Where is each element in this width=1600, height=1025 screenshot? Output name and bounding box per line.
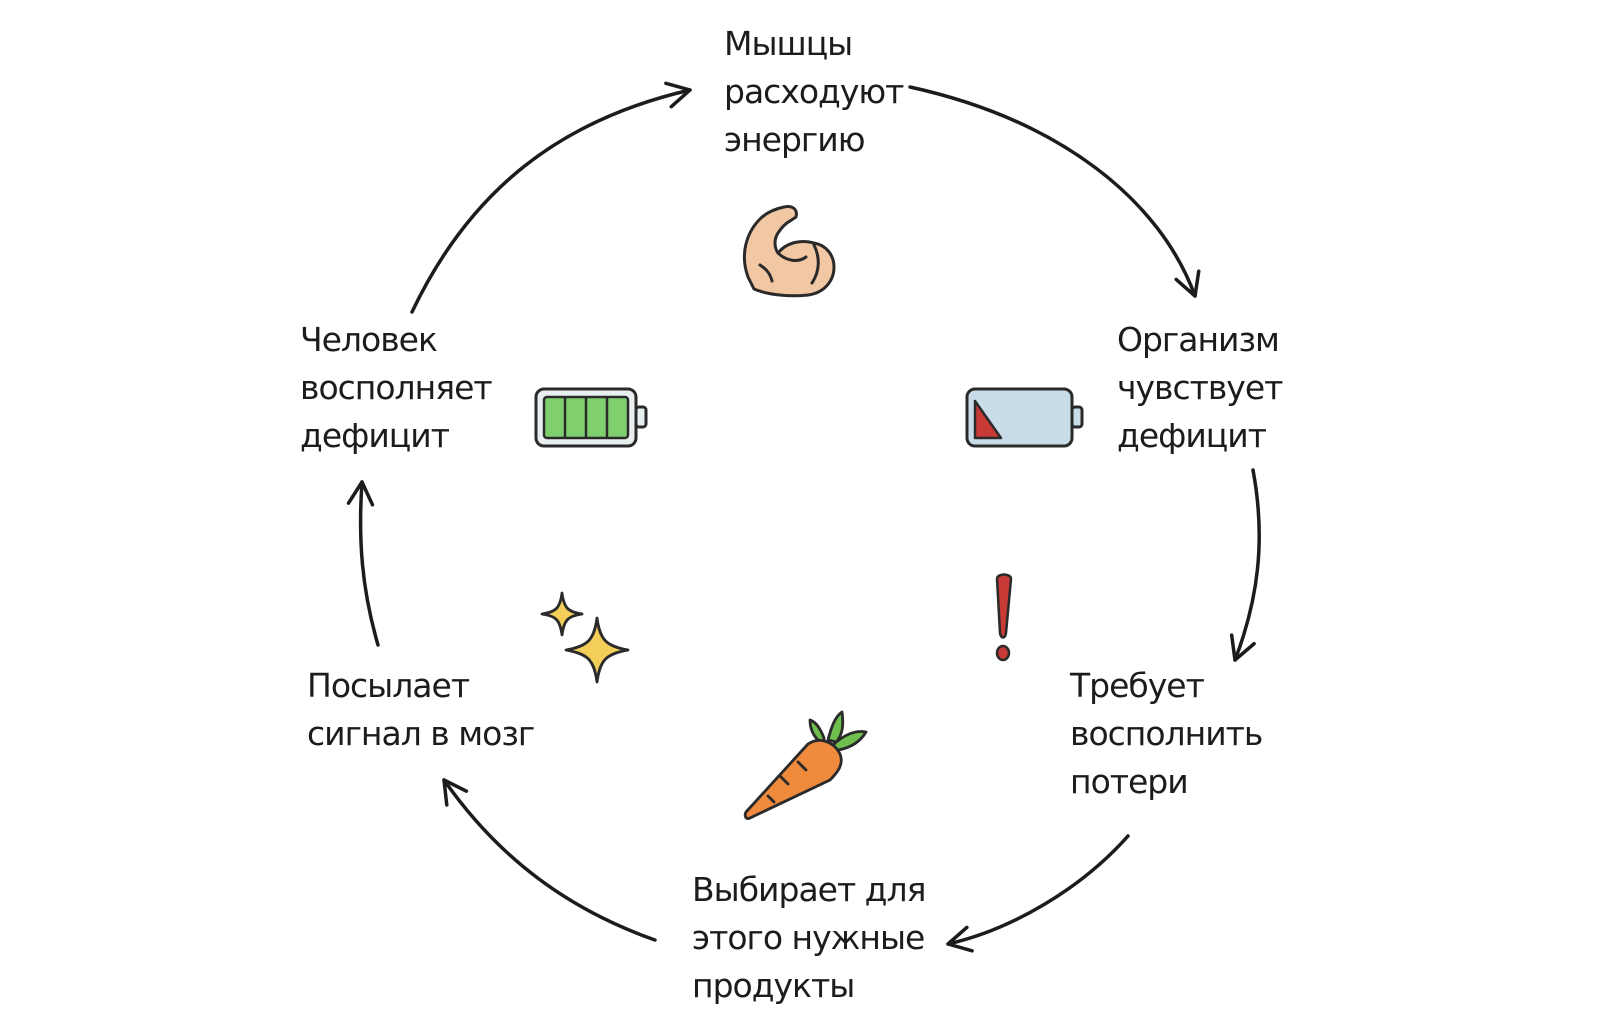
step-label-line: потери [1070,762,1189,801]
sparkles-icon [540,591,630,684]
low-battery-icon [965,387,1084,448]
step-label-line: Организм [1117,320,1280,359]
arrow-replenish-to-muscles [410,81,692,314]
step-replenishes-deficit: Человек восполняет дефицит [300,316,493,460]
step-label-line: Требует [1070,666,1205,705]
step-label-line: Посылает [307,666,470,705]
step-label-line: Мышцы [724,24,853,63]
arrow-signal-to-replenish [346,480,380,647]
arrow-organism-to-requires [1229,468,1261,662]
step-sends-signal: Посылает сигнал в мозг [307,662,535,758]
step-label-line: дефицит [300,416,450,455]
full-battery-icon [534,387,648,448]
step-requires-replenish: Требует восполнить потери [1070,662,1263,806]
step-label-line: дефицит [1117,416,1267,455]
step-organism-feels-deficit: Организм чувствует дефицит [1117,316,1283,460]
step-label-line: энергию [724,120,866,159]
step-label-line: расходуют [724,72,904,111]
arrow-muscles-to-organism [908,85,1201,298]
step-label-line: сигнал в мозг [307,714,535,753]
step-label-line: Человек [300,320,438,359]
step-muscles-spend-energy: Мышцы расходуют энергию [724,20,904,164]
arrow-chooses-to-signal [442,778,657,942]
carrot-icon [743,710,868,820]
step-label-line: продукты [692,966,855,1005]
step-chooses-products: Выбирает для этого нужные продукты [692,866,926,1010]
flexed-biceps-icon [742,205,836,298]
step-label-line: чувствует [1117,368,1283,407]
arrow-requires-to-chooses [946,834,1130,953]
exclamation-icon [995,573,1013,662]
step-label-line: этого нужные [692,918,925,957]
step-label-line: Выбирает для [692,870,926,909]
step-label-line: восполнить [1070,714,1263,753]
step-label-line: восполняет [300,368,493,407]
